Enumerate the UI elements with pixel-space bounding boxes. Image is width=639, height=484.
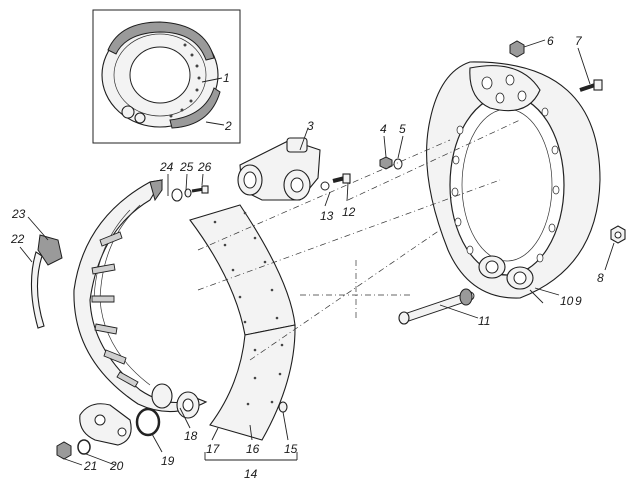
label-20: 20 bbox=[109, 459, 124, 473]
label-3: 3 bbox=[307, 119, 314, 133]
nut-6 bbox=[509, 40, 525, 58]
rollers-18-19 bbox=[135, 383, 200, 437]
label-26: 26 bbox=[197, 160, 212, 174]
label-10: 10 bbox=[560, 294, 574, 308]
brake-lining bbox=[189, 204, 296, 441]
anchor-pin-11 bbox=[398, 288, 475, 325]
label-23: 23 bbox=[11, 207, 26, 221]
nut-washer-20-21 bbox=[56, 439, 91, 460]
backing-plate bbox=[426, 61, 601, 299]
leader-lines bbox=[19, 39, 615, 466]
label-4: 4 bbox=[380, 122, 387, 136]
label-17: 17 bbox=[206, 442, 221, 456]
centre-lines bbox=[197, 119, 521, 361]
label-25: 25 bbox=[179, 160, 194, 174]
spring-22-23 bbox=[30, 234, 63, 329]
label-8: 8 bbox=[597, 271, 604, 285]
label-16: 16 bbox=[246, 442, 260, 456]
wheel-cylinder bbox=[237, 137, 321, 201]
label-21: 21 bbox=[83, 459, 97, 473]
label-22: 22 bbox=[10, 232, 25, 246]
bolt-12-13 bbox=[320, 173, 351, 191]
nut-8 bbox=[610, 225, 626, 244]
label-11: 11 bbox=[478, 314, 490, 328]
label-15: 15 bbox=[284, 442, 298, 456]
label-5: 5 bbox=[399, 122, 406, 136]
bolt-7 bbox=[579, 79, 603, 92]
label-13: 13 bbox=[320, 209, 334, 223]
label-14: 14 bbox=[244, 467, 258, 481]
label-12: 12 bbox=[342, 205, 356, 219]
inset-assembly bbox=[92, 9, 241, 144]
label-9: 9 bbox=[575, 294, 582, 308]
nut-washer-4-5 bbox=[379, 156, 403, 170]
eccentric-plate bbox=[79, 403, 132, 446]
label-24: 24 bbox=[159, 160, 174, 174]
label-19: 19 bbox=[161, 454, 175, 468]
part-number-labels: 1 2 3 4 5 6 7 8 9 10 11 12 13 14 15 16 1… bbox=[10, 34, 604, 481]
label-6: 6 bbox=[547, 34, 554, 48]
brake-shoe bbox=[73, 179, 208, 413]
label-1: 1 bbox=[223, 71, 230, 85]
label-7: 7 bbox=[575, 34, 583, 48]
label-2: 2 bbox=[224, 119, 232, 133]
label-18: 18 bbox=[184, 429, 198, 443]
fasteners-24-26 bbox=[171, 185, 209, 202]
